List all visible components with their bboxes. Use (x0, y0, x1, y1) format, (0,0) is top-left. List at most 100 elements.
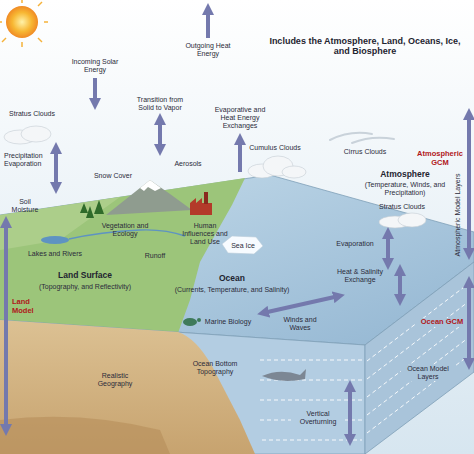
callout-label: Sea Ice (226, 242, 260, 250)
model-label: Land Model (12, 298, 46, 315)
callout-label: Vegetation and Ecology (101, 222, 149, 238)
marine-life-part (183, 318, 197, 326)
callout-label: Vertical Overturning (291, 410, 345, 426)
sun-part-part (38, 2, 42, 6)
arrows-part (348, 386, 352, 440)
marine-life-part (262, 369, 306, 381)
arrows-part (467, 114, 471, 254)
callout-label: Ocean Model Layers (401, 365, 455, 381)
layer-label: Atmospheric Model Layers (454, 174, 462, 257)
marine-life-part (197, 318, 201, 322)
model-label: Ocean GCM (417, 318, 467, 327)
region-heading: Atmosphere (375, 170, 435, 180)
callout-label: Outgoing Heat Energy (184, 42, 232, 58)
front-face-part-part (262, 440, 362, 441)
callout-label: Stratus Clouds (374, 203, 430, 211)
region-heading: Land Surface (40, 271, 130, 281)
trees (80, 200, 104, 218)
front-face-part (0, 320, 255, 454)
callout-label: Precipitation Evaporation (4, 152, 50, 168)
mountain-part (140, 180, 161, 191)
arrows-part (206, 9, 210, 38)
arrows-part (93, 78, 97, 104)
front-face-part (260, 360, 362, 440)
callout-label: (Currents, Temperature, and Salinity) (167, 286, 297, 294)
trees-part (80, 203, 88, 213)
callout-label: Aerosols (170, 160, 206, 168)
arrows-part (158, 119, 162, 150)
callout-label: Evaporative and Heat Energy Exchanges (210, 106, 270, 130)
marine-life (183, 318, 306, 381)
arrows-part (54, 148, 58, 188)
callout-label: Snow Cover (91, 172, 135, 180)
diagram-title: Includes the Atmosphere, Land, Oceans, I… (265, 36, 465, 57)
mountain-part (106, 180, 192, 215)
callout-label: Realistic Geography (88, 372, 142, 388)
sun-part (6, 6, 38, 38)
clouds-part (282, 166, 306, 178)
callout-label: Cirrus Clouds (340, 148, 390, 156)
model-label: Atmospheric GCM (414, 150, 466, 167)
callout-label: Evaporation (331, 240, 379, 248)
callout-label: Marine Biology (200, 318, 256, 326)
sun-part-part (21, 0, 23, 3)
sun-part-part (2, 38, 6, 42)
right-face-part-part (367, 335, 472, 415)
right-face-part-part (367, 317, 472, 397)
callout-label: Lakes and Rivers (24, 250, 86, 258)
front-face-part-part (260, 400, 362, 401)
right-face-part (367, 281, 472, 433)
land-surface (0, 178, 245, 333)
arrows (6, 9, 469, 440)
region-heading: Ocean (207, 274, 257, 284)
factory-part (204, 192, 208, 204)
front-face-part-part (260, 360, 362, 361)
sea-ice (222, 236, 263, 254)
factory (190, 192, 212, 215)
arrows-part (398, 270, 402, 300)
lake-river-part (41, 236, 69, 244)
arrows-part (4, 222, 8, 430)
arrows-part (238, 139, 242, 172)
callout-label: Runoff (139, 252, 171, 260)
right-face-part-part (367, 353, 472, 433)
sun (0, 0, 48, 47)
callout-label: (Topography, and Reflectivity) (27, 283, 143, 291)
clouds (4, 126, 426, 228)
sun-part-part (21, 42, 23, 47)
trees-part (94, 200, 104, 214)
front-face-part (0, 320, 365, 454)
callout-label: Human Influences and Land Use (177, 222, 233, 246)
callout-label: (Temperature, Winds, and Precipitation) (363, 181, 447, 197)
arrows-part (467, 282, 471, 364)
callout-label: Stratus Clouds (4, 110, 60, 118)
callout-label: Winds and Waves (278, 316, 322, 332)
factory-part (190, 198, 202, 203)
sun-part (0, 0, 48, 47)
sea-ice-part (222, 236, 263, 254)
callout-label: Ocean Bottom Topography (191, 360, 239, 376)
cirrus-clouds (330, 133, 394, 143)
cirrus-clouds-part (352, 138, 394, 143)
land-surface-part (0, 178, 245, 333)
mountain (106, 180, 192, 215)
clouds-part (398, 213, 426, 227)
front-face-part (0, 417, 170, 454)
clouds-part (21, 126, 51, 142)
sun-part-part (44, 21, 48, 23)
callout-label: Cumulus Clouds (246, 144, 304, 152)
front-face (0, 320, 365, 454)
callout-label: Incoming Solar Energy (68, 58, 122, 74)
callout-label: Heat & Salinity Exchange (330, 268, 390, 284)
right-face (365, 262, 474, 454)
arrows-part (263, 296, 339, 313)
sun-part-part (38, 38, 42, 42)
callout-label: Transition from Solid to Vapor (131, 96, 189, 112)
right-face-part-part (367, 281, 472, 361)
arrows-part (386, 233, 390, 264)
